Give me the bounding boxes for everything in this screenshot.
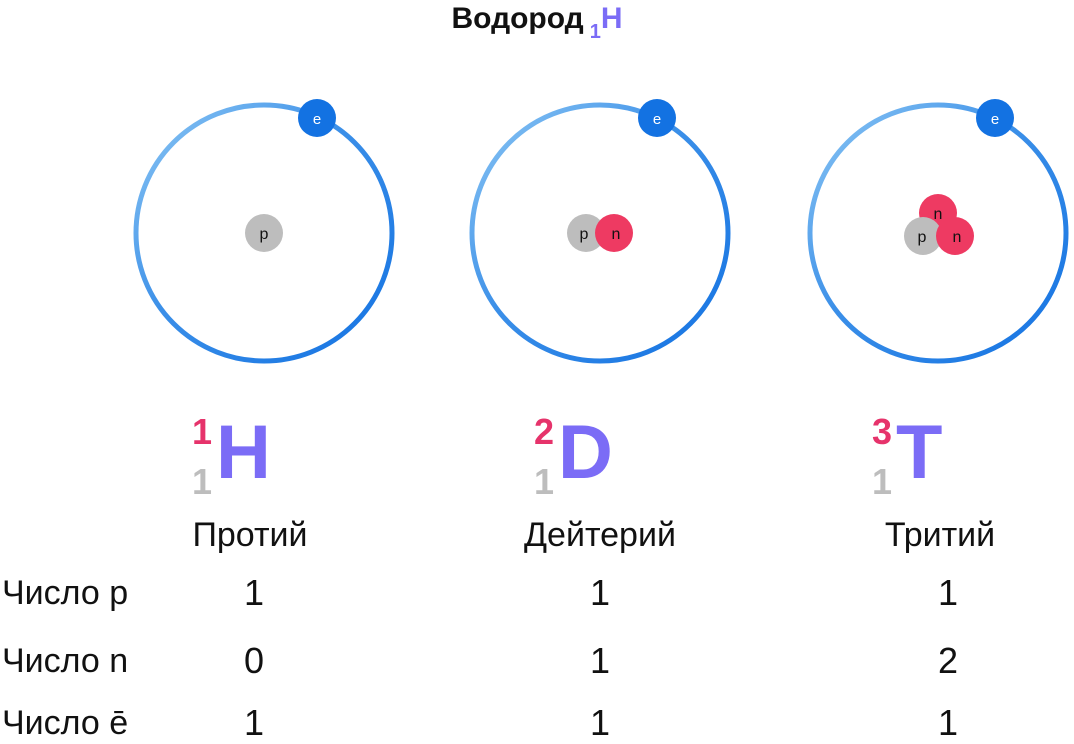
cell-electrons-tritium: 1 [937,702,959,743]
orbit [133,102,395,364]
svg-text:n: n [934,206,943,223]
cell-electrons-protium: 1 [243,702,265,743]
cell-neutrons-tritium: 2 [937,640,959,681]
element-symbol: D [558,410,613,495]
svg-text:e: e [313,111,321,128]
element-symbol: T [896,410,943,495]
electron: e [976,99,1014,137]
title-text: Водород [451,2,584,35]
mass-number: 1 [191,411,212,452]
proton: p [904,217,942,255]
row-label-protons: Число p [2,574,129,612]
neutron: n [595,214,633,252]
isotope-symbol-tritium: 3 1 T [856,410,976,502]
isotope-name-deuterium: Дейтерий [524,516,676,554]
isotope-name-tritium: Тритий [884,516,996,554]
isotope-symbol-protium: 1 1 H [176,410,296,502]
svg-text:n: n [953,229,962,246]
orbit [469,102,731,364]
title-subscript: 1 [589,21,601,43]
mass-number: 3 [871,411,892,452]
cell-electrons-deuterium: 1 [589,702,611,743]
element-symbol: H [216,410,271,495]
svg-text:p: p [260,226,269,243]
cell-protons-protium: 1 [243,572,265,613]
atomic-number: 1 [871,461,892,502]
svg-text:n: n [612,226,621,243]
isotope-symbol-deuterium: 2 1 D [518,410,638,502]
electron: e [298,99,336,137]
cell-protons-deuterium: 1 [589,572,611,613]
atom-protium: p e [133,99,395,364]
neutron: n [936,217,974,255]
title-symbol: H [600,2,623,35]
svg-text:p: p [580,226,589,243]
row-label-electrons: Число ē [2,704,129,742]
cell-neutrons-deuterium: 1 [589,640,611,681]
svg-text:p: p [918,229,927,246]
isotope-name-protium: Протий [192,516,308,554]
electron: e [638,99,676,137]
orbit [807,102,1069,364]
atom-deuterium: p n e [469,99,731,364]
proton: p [245,214,283,252]
mass-number: 2 [533,411,554,452]
atomic-number: 1 [191,461,212,502]
cell-neutrons-protium: 0 [243,640,265,681]
atomic-number: 1 [533,461,554,502]
atoms-diagram: p e p n e n p [133,99,1069,364]
svg-text:e: e [653,111,661,128]
atom-tritium: n p n e [807,99,1069,364]
proton: p [567,214,605,252]
svg-text:e: e [991,111,999,128]
row-label-neutrons: Число n [2,642,129,680]
cell-protons-tritium: 1 [937,572,959,613]
